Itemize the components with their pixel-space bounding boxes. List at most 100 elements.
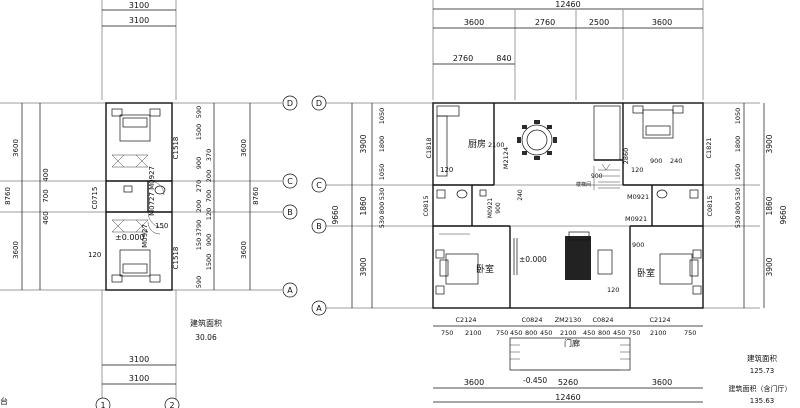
right-outer-walls (432, 102, 704, 309)
left-bottom-bedroom-bed (445, 253, 479, 285)
right-left-inner-3: 3900 (359, 257, 368, 276)
left-outer-dim-total: 8760 (4, 187, 12, 205)
left-axis-a-circle (282, 282, 298, 298)
left-outer-dim-3: 700 (42, 189, 50, 202)
bw-dim-9: 800 (598, 329, 610, 337)
left-sink (123, 185, 133, 193)
right-area-value-2: 135.63 (750, 397, 775, 405)
left-outer-walls (105, 102, 173, 291)
left-door-m0927-bottom: M0927 (141, 224, 149, 248)
right-area-label-2: 建筑面积（含门厅） (729, 384, 792, 393)
right-door-m0921-a: M0921 (487, 198, 494, 219)
left-small-dim-7: 700 (205, 190, 213, 202)
right-window-c0824-left: C0824 (521, 316, 542, 324)
right-axis-c-circle (311, 177, 327, 193)
stair-text: 楼梯间 (576, 181, 591, 188)
left-small-dim-8: 200 (195, 200, 203, 212)
right-right-small-5: 800 (734, 202, 742, 214)
right-bottom-seg-1: 3600 (464, 378, 484, 387)
right-right-small-1: 1050 (734, 108, 742, 125)
bw-dim-4: 450 (510, 329, 522, 337)
right-window-c2124-right: C2124 (649, 316, 670, 324)
left-small-dim-1: 590 (195, 106, 203, 118)
left-small-dim-13: 1500 (205, 254, 213, 271)
left-axis-b-circle (282, 204, 298, 220)
left-top-bed (119, 114, 151, 142)
bw-dim-5: 800 (525, 329, 537, 337)
left-bottom-dim-2: 3100 (129, 374, 149, 383)
right-dim-240-b: 240 (517, 189, 524, 201)
right-left-small-3: 1050 (378, 164, 386, 181)
right-elevation-in: ±0.000 (519, 255, 547, 264)
left-window-c0715: C0715 (91, 187, 99, 210)
right-top-seg-2: 2760 (535, 18, 555, 27)
right-dim-240-a: 240 (670, 157, 682, 165)
right-dim-900-240: 900 (650, 157, 662, 165)
right-right-outer: 9660 (779, 205, 788, 224)
left-toilet (154, 185, 166, 195)
left-outer-dim-2: 400 (42, 168, 50, 181)
bw-dim-11: 750 (628, 329, 640, 337)
living-rug (565, 236, 591, 280)
right-dim-2860: 2860 (622, 148, 630, 165)
left-axis-b: B (287, 208, 293, 217)
left-axis-c: C (287, 177, 293, 186)
right-left-small-1: 1050 (378, 108, 386, 125)
left-door-m0927-top: M0927 (148, 166, 156, 190)
bw-dim-3: 750 (496, 329, 508, 337)
right-left-small-6: 530 (378, 216, 386, 228)
left-bath-sink (436, 189, 446, 199)
left-axis-d: D (287, 99, 293, 108)
bw-dim-13: 750 (684, 329, 696, 337)
kitchen-counter-side (436, 115, 448, 177)
right-inner-top-1: 2760 (453, 54, 473, 63)
right-dim-120-c: 120 (607, 286, 619, 294)
left-small-dim-3: 370 (205, 149, 213, 161)
bw-dim-2: 2100 (465, 329, 482, 337)
right-dim-900-c: 900 (632, 241, 644, 249)
right-window-c0824-right: C0824 (592, 316, 613, 324)
right-bath-toilet (656, 189, 668, 199)
left-axis-d-circle (282, 95, 298, 111)
left-small-dim-10: 3790 (195, 220, 203, 237)
bw-dim-7: 2100 (560, 329, 577, 337)
right-top-total: 12460 (555, 0, 580, 9)
room-bedroom-right-label: 卧室 (637, 267, 655, 279)
left-top-dim-2: 3100 (129, 16, 149, 25)
left-bath-toilet (456, 189, 468, 199)
right-bottom-total: 12460 (555, 393, 580, 402)
right-axis-d-circle (311, 95, 327, 111)
right-top-bed (642, 109, 674, 139)
room-porch-label: 门廊 (564, 338, 580, 348)
right-left-inner-2: 1860 (359, 196, 368, 215)
left-small-dim-4: 900 (195, 157, 203, 169)
right-dim-120-b: 120 (631, 166, 643, 174)
left-small-dim-14: 590 (195, 276, 203, 288)
right-left-inner-1: 3900 (359, 134, 368, 153)
left-small-dim-11: 900 (205, 234, 213, 246)
right-bottom-bedroom-bed (659, 253, 693, 285)
left-small-dim-6: 270 (195, 180, 203, 192)
right-axis-b-circle (311, 218, 327, 234)
right-right-inner-3: 3900 (765, 257, 774, 276)
right-axis-c: C (316, 181, 322, 190)
right-axis-d: D (316, 99, 322, 108)
left-small-dim-9: 120 (205, 208, 213, 220)
right-right-small-2: 1800 (734, 136, 742, 153)
right-dim-900-b: 900 (591, 173, 603, 180)
left-bottom-bed (119, 249, 151, 277)
right-door-m0921-c: M0921 (625, 215, 647, 223)
right-dim-900-a: 900 (495, 202, 502, 214)
left-elevation: ±0.000 (115, 233, 145, 242)
left-window-c1518-bottom: C1518 (172, 247, 180, 270)
dining-table (521, 124, 553, 156)
right-door-zm2130: ZM2130 (555, 316, 582, 324)
right-left-outer: 9660 (331, 205, 340, 224)
right-left-small-2: 1800 (378, 136, 386, 153)
right-area-value: 125.73 (750, 367, 775, 375)
dining-chairs (517, 120, 557, 160)
left-outer-dim-1: 3600 (12, 139, 20, 157)
right-plan: 12460 3600 2760 2500 3600 2760 840 D C B… (311, 0, 792, 405)
left-bottom-dim-1: 3100 (129, 355, 149, 364)
